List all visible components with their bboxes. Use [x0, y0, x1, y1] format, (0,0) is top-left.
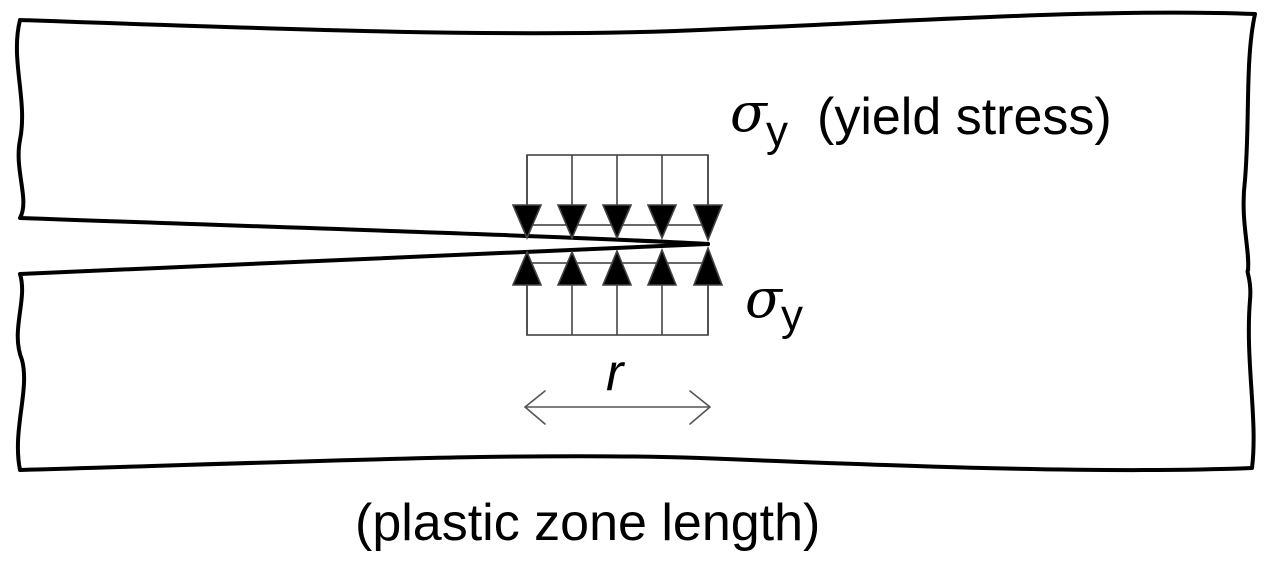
down-arrowhead	[556, 204, 588, 241]
down-arrowhead	[646, 204, 678, 241]
up-arrowhead	[601, 248, 633, 286]
plate-lower-outline	[15, 242, 1256, 473]
plastic-zone-length-symbol: r	[606, 344, 626, 402]
sigma-subscript: y	[766, 107, 788, 156]
up-arrowhead	[511, 249, 543, 286]
side-stress-label: σ y	[745, 267, 803, 340]
plastic-zone-length-caption: (plastic zone length)	[355, 494, 820, 552]
up-arrowhead	[556, 249, 588, 286]
upper-stress-arrows	[511, 155, 724, 243]
yield-stress-label: σ y (yield stress)	[730, 81, 1112, 156]
sigma-symbol: σ	[730, 81, 769, 144]
up-arrowhead	[646, 247, 678, 286]
down-arrowhead	[601, 204, 633, 241]
up-arrowhead	[692, 245, 724, 286]
down-arrowhead	[511, 204, 543, 241]
yield-stress-text: (yield stress)	[817, 88, 1112, 146]
sigma-subscript: y	[781, 291, 803, 340]
sigma-symbol: σ	[745, 267, 784, 330]
plastic-zone-dimension-arrow	[524, 390, 711, 425]
plate-upper-outline	[14, 10, 1257, 272]
lower-stress-arrows	[511, 245, 724, 335]
down-arrowhead	[692, 204, 724, 243]
